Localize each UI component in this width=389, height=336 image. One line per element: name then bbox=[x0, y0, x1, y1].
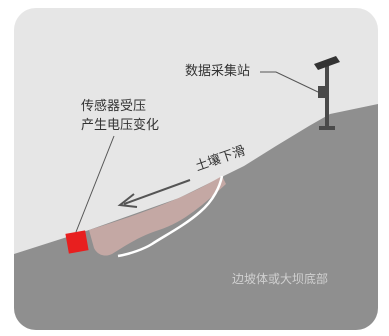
slide-scar bbox=[117, 175, 224, 258]
slope-illustration bbox=[14, 56, 378, 330]
station-label: 数据采集站 bbox=[185, 64, 251, 79]
sensor-label-line1: 传感器受压 bbox=[81, 99, 147, 114]
slope-label: 边坡体或大坝底部 bbox=[232, 272, 329, 286]
sensor-callout-line bbox=[75, 135, 115, 233]
sensor-label-line2: 产生电压变化 bbox=[81, 118, 160, 133]
sliding-soil bbox=[89, 176, 226, 256]
station-callout-line bbox=[260, 71, 319, 93]
slide-direction-arrow bbox=[117, 179, 191, 208]
slope-ground bbox=[14, 104, 378, 330]
data-station-icon bbox=[314, 56, 340, 130]
slope-diagram: 数据采集站 传感器受压 产生电压变化 土壤下滑 边坡体或大坝底部 bbox=[14, 8, 378, 330]
pressure-sensor-icon bbox=[65, 230, 89, 254]
